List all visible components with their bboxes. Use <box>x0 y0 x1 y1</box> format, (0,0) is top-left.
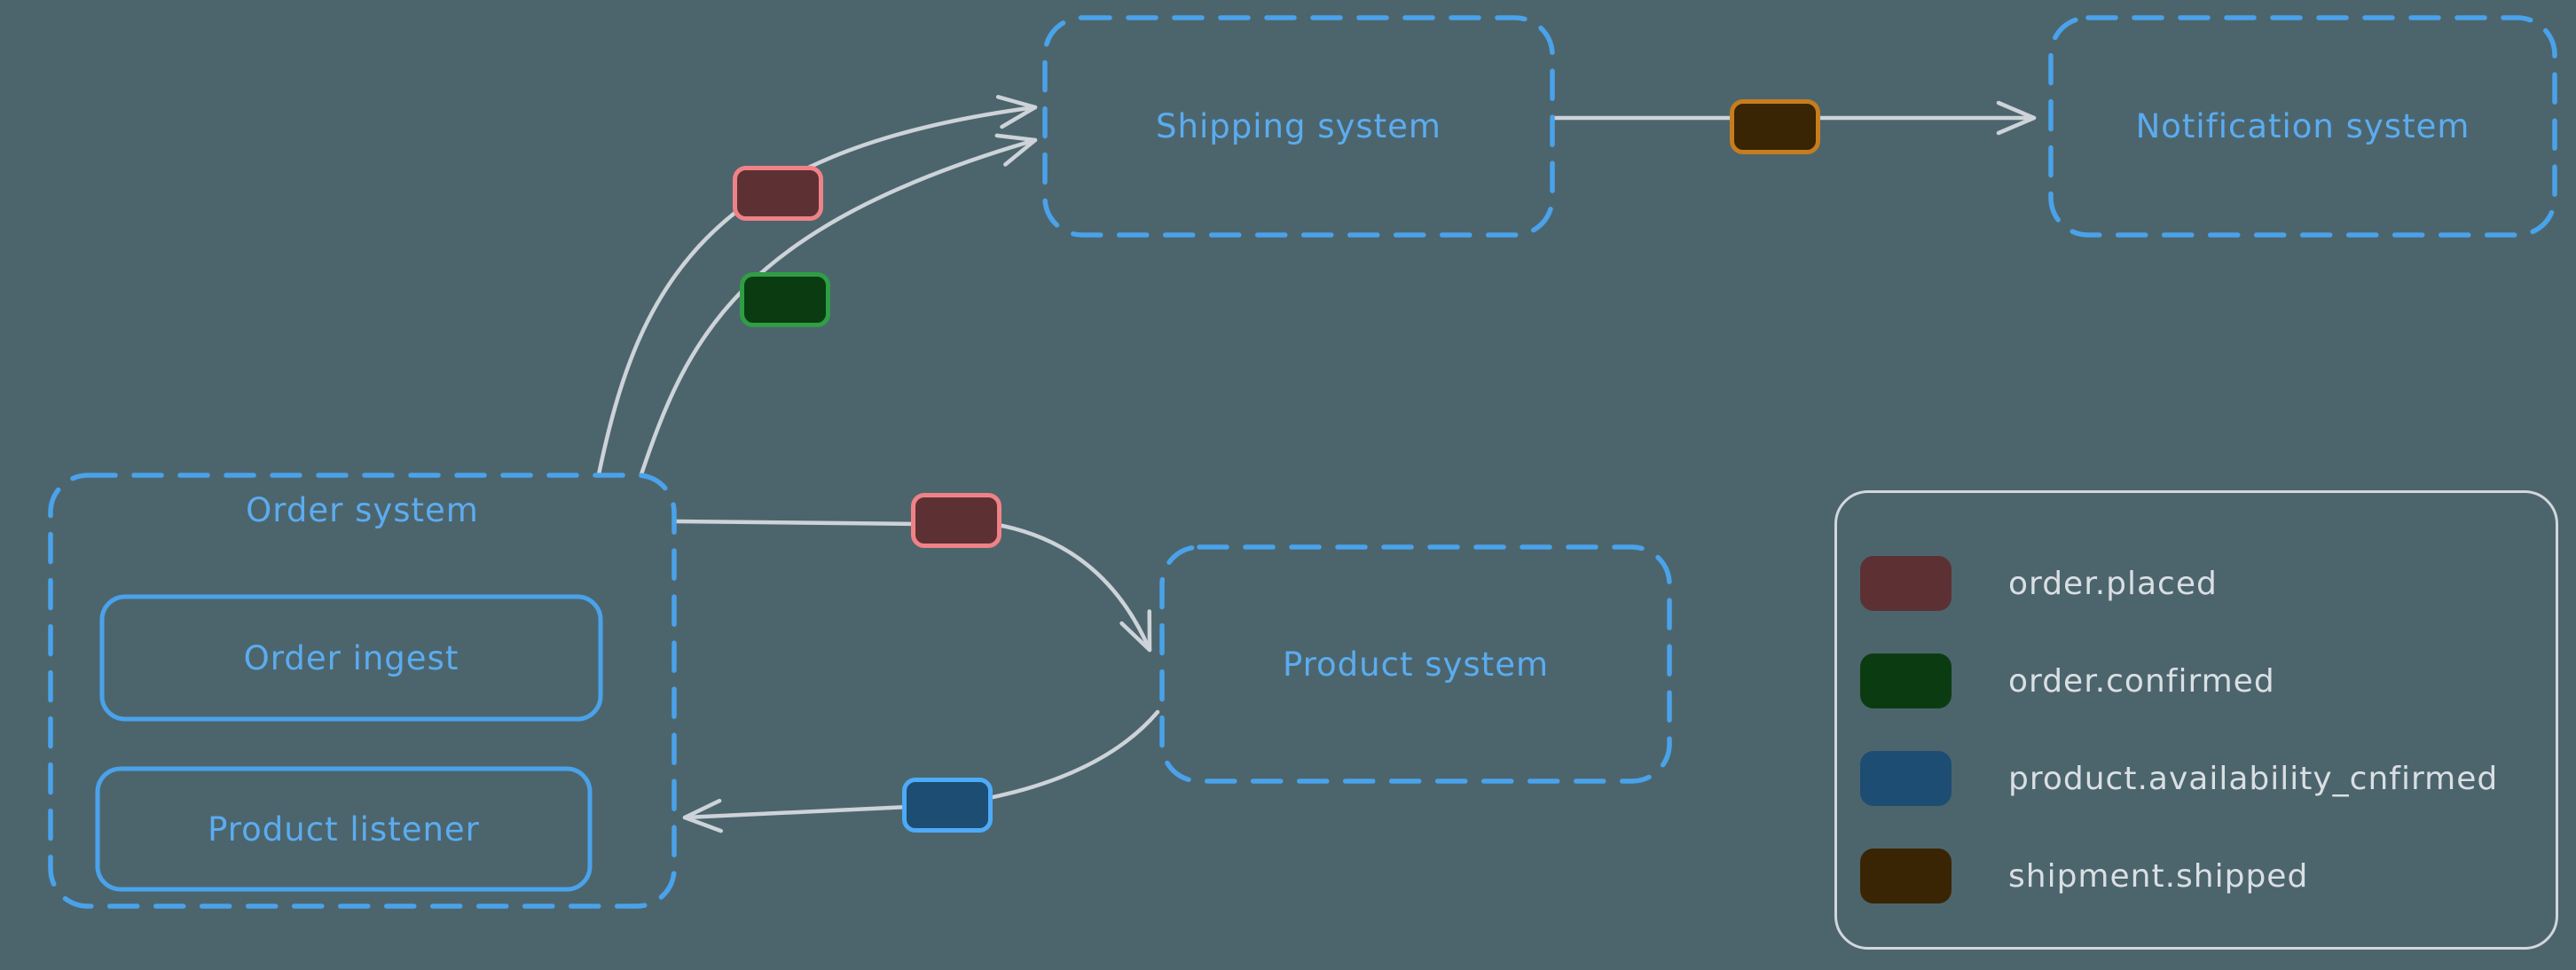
event-badge-shipment-shipped <box>1730 99 1820 154</box>
order-ingest-box <box>99 594 603 722</box>
legend-row-product-availability: product.availability_cnfirmed <box>1860 751 2498 806</box>
product-system-box <box>1159 544 1672 784</box>
shipping-system-box <box>1042 15 1555 238</box>
legend-label-order-confirmed: order.confirmed <box>2008 662 2275 700</box>
legend-row-order-confirmed: order.confirmed <box>1860 653 2275 708</box>
order-system-box <box>48 473 677 909</box>
event-badge-order-placed-shipping <box>733 166 823 221</box>
product-listener-box <box>95 766 593 892</box>
legend-swatch-order-placed <box>1860 556 1952 611</box>
legend-label-product-availability: product.availability_cnfirmed <box>2008 760 2499 797</box>
event-badge-order-confirmed <box>740 272 830 327</box>
legend-label-shipment-shipped: shipment.shipped <box>2008 857 2309 895</box>
arrow-order-to-shipping-confirmed <box>639 133 1038 477</box>
event-badge-order-placed-product <box>911 493 1001 548</box>
arrow-order-to-product <box>674 519 1152 653</box>
legend-box: order.placed order.confirmed product.ava… <box>1834 490 2558 950</box>
legend-row-order-placed: order.placed <box>1860 556 2218 611</box>
event-badge-product-availability <box>902 778 993 833</box>
legend-swatch-shipment-shipped <box>1860 849 1952 904</box>
legend-label-order-placed: order.placed <box>2008 565 2218 602</box>
arrow-order-to-shipping-placed <box>596 95 1038 477</box>
legend-swatch-product-availability <box>1860 751 1952 806</box>
legend-swatch-order-confirmed <box>1860 653 1952 708</box>
notification-system-box <box>2048 15 2557 238</box>
legend-row-shipment-shipped: shipment.shipped <box>1860 849 2308 904</box>
